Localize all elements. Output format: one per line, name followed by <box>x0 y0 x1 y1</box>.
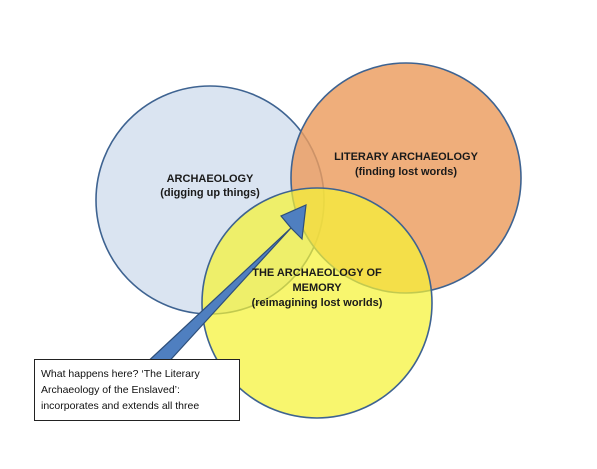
arrow-pointer <box>141 204 307 380</box>
archaeology-title: ARCHAEOLOGY <box>167 173 254 185</box>
callout-line-1: What happens here? ‘The Literary <box>41 368 200 380</box>
callout-line-2: Archaeology of the Enslaved’: <box>41 384 180 396</box>
archaeology-subtitle: (digging up things) <box>160 187 260 199</box>
literary-archaeology-subtitle: (finding lost words) <box>355 166 457 178</box>
memory-subtitle: (reimagining lost worlds) <box>252 297 383 309</box>
callout-box: What happens here? ‘The Literary Archaeo… <box>34 359 240 421</box>
literary-archaeology-title: LITERARY ARCHAEOLOGY <box>334 151 478 163</box>
callout-line-3: incorporates and extends all three <box>41 400 200 412</box>
memory-title-line2: MEMORY <box>292 282 342 294</box>
memory-circle <box>201 187 433 419</box>
memory-title-line1: THE ARCHAEOLOGY OF <box>252 267 382 279</box>
